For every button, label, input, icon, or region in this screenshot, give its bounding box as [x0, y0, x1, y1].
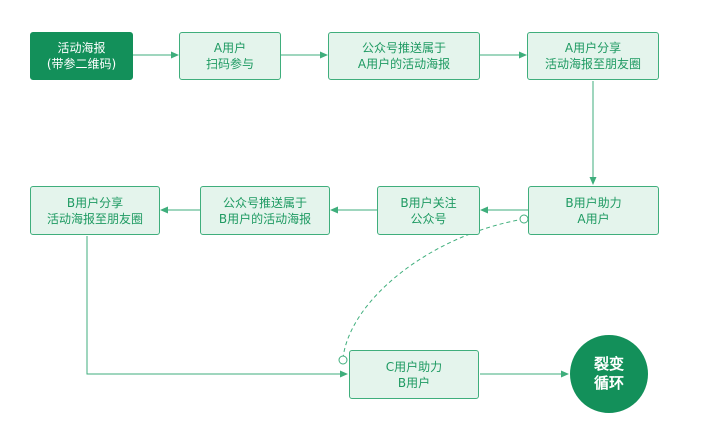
node-fission-cycle: 裂变 循环	[570, 335, 648, 413]
node-push-poster-a-line1: 公众号推送属于	[361, 41, 446, 55]
node-b-user-follow: B用户关注 公众号	[377, 186, 480, 235]
node-c-user-help-line2: B用户	[397, 375, 431, 390]
node-b-user-share-line1: B用户分享	[66, 195, 124, 210]
node-a-user-share-line1: A用户分享	[564, 41, 622, 55]
node-activity-poster-line2: (带参二维码)	[46, 57, 117, 71]
node-push-poster-a-line2: A用户的活动海报	[357, 57, 451, 71]
node-b-user-help-line1: B用户助力	[565, 195, 622, 210]
dashed-link-b-help-to-c-help	[342, 218, 525, 359]
node-b-user-help-line2: A用户	[577, 211, 610, 226]
node-b-user-follow-line1: B用户关注	[400, 195, 457, 210]
arrow-b-share-to-c-help	[86, 236, 348, 378]
node-a-user-scan-line1: A用户	[213, 41, 247, 55]
node-b-user-share-line2: 活动海报至朋友圈	[46, 211, 143, 226]
node-a-user-scan-line2: 扫码参与	[205, 57, 254, 71]
dashed-link-end-dot	[338, 355, 348, 365]
node-push-poster-b: 公众号推送属于 B用户的活动海报	[200, 186, 330, 235]
node-b-user-follow-line2: 公众号	[410, 211, 447, 226]
node-fission-cycle-line1: 裂变	[593, 355, 624, 373]
node-c-user-help: C用户助力 B用户	[349, 350, 479, 399]
node-c-user-help-line1: C用户助力	[385, 359, 443, 374]
node-push-poster-b-line1: 公众号推送属于	[222, 195, 307, 210]
node-fission-cycle-line2: 循环	[593, 374, 624, 392]
node-a-user-share-line2: 活动海报至朋友圈	[544, 57, 641, 71]
node-activity-poster: 活动海报 (带参二维码)	[30, 32, 133, 80]
node-a-user-share: A用户分享 活动海报至朋友圈	[527, 32, 659, 80]
node-activity-poster-line1: 活动海报	[57, 41, 106, 55]
node-a-user-scan: A用户 扫码参与	[179, 32, 281, 80]
node-push-poster-a: 公众号推送属于 A用户的活动海报	[328, 32, 480, 80]
node-push-poster-b-line2: B用户的活动海报	[218, 211, 312, 226]
node-b-user-share: B用户分享 活动海报至朋友圈	[30, 186, 160, 235]
node-b-user-help: B用户助力 A用户	[528, 186, 659, 235]
dashed-link-start-dot	[519, 214, 529, 224]
